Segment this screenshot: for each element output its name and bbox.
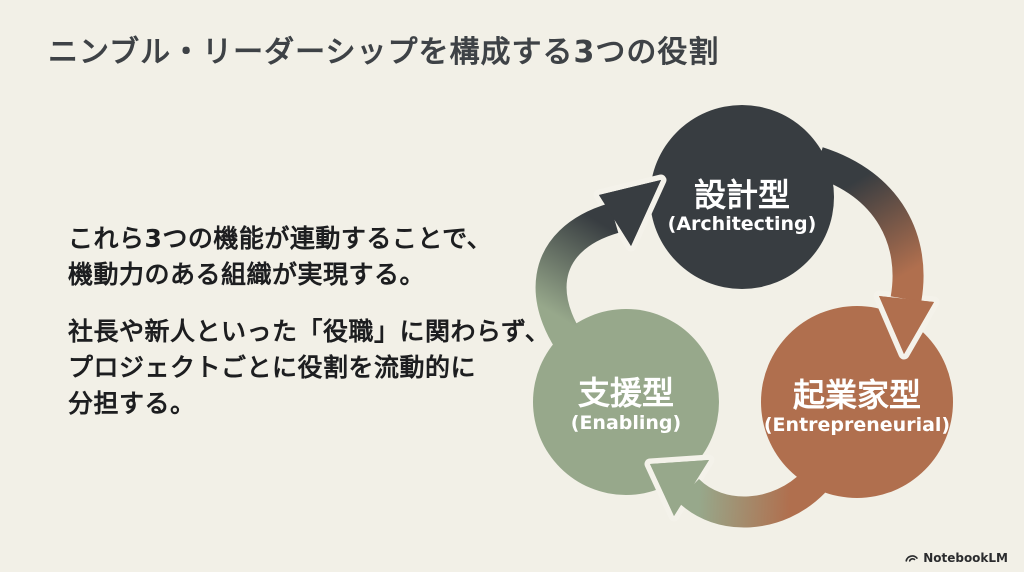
node-enabling-label-en: (Enabling) (571, 412, 681, 434)
arrow-entrepreneurial-to-enabling (677, 470, 826, 528)
node-entrepreneurial-label-en: (Entrepreneurial) (764, 414, 950, 436)
paragraph-2-line-1: 社長や新人といった「役職」に関わらず、 (68, 317, 551, 346)
notebooklm-icon (905, 555, 918, 562)
node-architecting-label-ja: 設計型 (694, 176, 790, 214)
node-enabling-label-ja: 支援型 (578, 374, 674, 412)
node-architecting-label-en: (Architecting) (668, 213, 817, 235)
notebooklm-watermark: NotebookLM (904, 550, 1008, 565)
paragraph-1-line-2: 機動力のある組織が実現する。 (68, 260, 426, 289)
body-text: これら3つの機能が連動することで、 機動力のある組織が実現する。 社長や新人とい… (68, 221, 550, 443)
node-architecting (650, 105, 834, 289)
paragraph-2: 社長や新人といった「役職」に関わらず、 プロジェクトごとに役割を流動的に 分担す… (68, 314, 550, 422)
paragraph-2-line-3: 分担する。 (68, 389, 196, 418)
paragraph-1-line-1: これら3つの機能が連動することで、 (68, 224, 493, 253)
arrow-architecting-to-entrepreneurial (812, 147, 924, 302)
paragraph-1: これら3つの機能が連動することで、 機動力のある組織が実現する。 (68, 221, 550, 293)
paragraph-2-line-2: プロジェクトごとに役割を流動的に (68, 353, 477, 382)
notebooklm-wordmark: NotebookLM (923, 550, 1008, 565)
node-entrepreneurial-label-ja: 起業家型 (793, 376, 921, 414)
arrow-enabling-to-architecting (535, 203, 619, 373)
slide-title: ニンブル・リーダーシップを構成する3つの役割 (48, 35, 720, 70)
